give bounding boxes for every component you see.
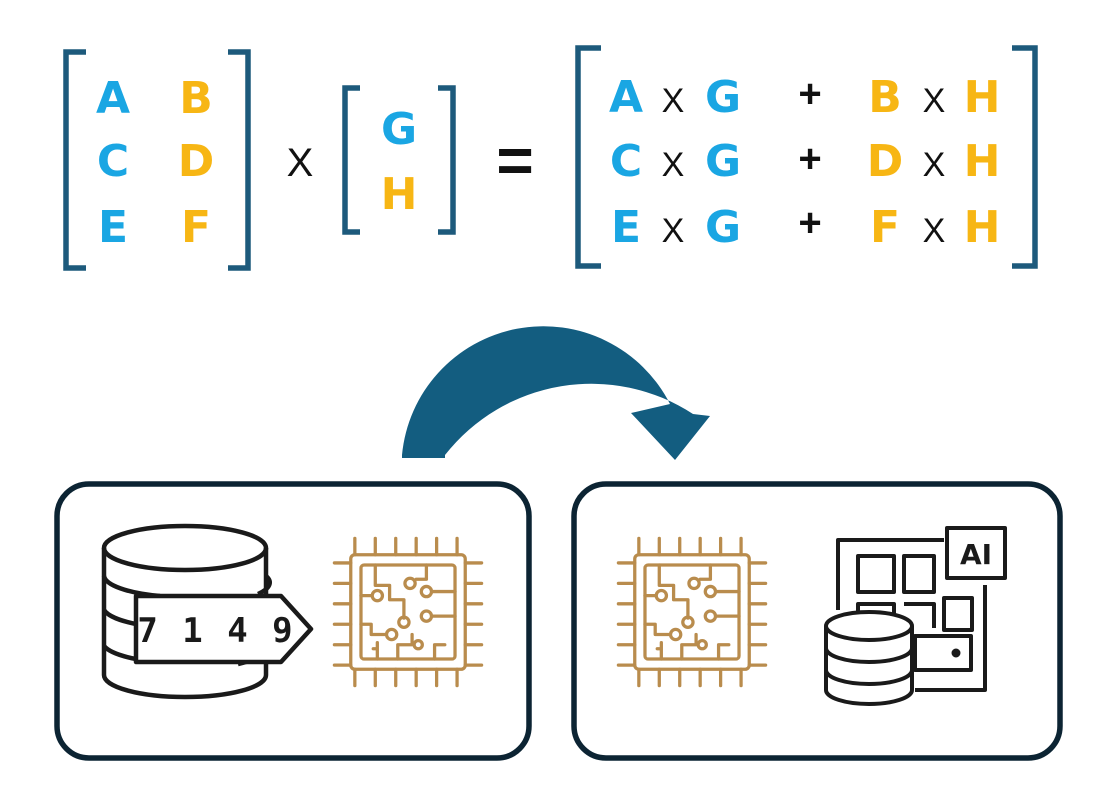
times-sign: X [923, 212, 946, 250]
vector-cell: H [381, 169, 418, 220]
curved-arrow-icon [402, 326, 710, 460]
result-row: C X G + D X H [610, 136, 1001, 187]
left-matrix-close-bracket [228, 49, 251, 271]
equals-sign: = [496, 124, 533, 196]
times-sign: X [662, 146, 685, 184]
matrix-cell: C [97, 136, 129, 187]
result-term: B [868, 72, 902, 123]
processor-chip-icon [332, 536, 484, 688]
plus-sign: + [798, 201, 821, 245]
times-sign: X [923, 82, 946, 120]
result-term: A [609, 72, 643, 123]
result-row: A X G + B X H [609, 72, 1000, 123]
result-term: H [964, 202, 1001, 253]
result-term: F [870, 202, 900, 253]
result-term: G [705, 72, 741, 123]
result-term: C [610, 136, 642, 187]
result-term: H [964, 72, 1001, 123]
ai-label: AI [960, 538, 992, 571]
multiply-sign: X [287, 141, 314, 185]
result-open-bracket [575, 45, 601, 269]
matrix-cell: A [96, 73, 130, 124]
plus-sign: + [798, 72, 821, 116]
processor-chip-icon [616, 536, 768, 688]
times-sign: X [662, 82, 685, 120]
result-term: H [964, 136, 1001, 187]
result-term: D [867, 136, 904, 187]
vector: G H [381, 104, 418, 220]
vector-open-bracket [342, 85, 360, 235]
result-term: G [705, 202, 741, 253]
database-tag-icon [101, 523, 314, 700]
tag-digits: 7 1 4 9 [137, 611, 294, 651]
matrix-cell: B [179, 73, 213, 124]
matrix-cell: D [178, 136, 215, 187]
matrix-cell: F [181, 202, 211, 253]
left-panel: 7 1 4 9 [54, 481, 532, 761]
ai-chip-database-icon [824, 526, 1007, 706]
matrix-cell: E [98, 202, 128, 253]
times-sign: X [923, 146, 946, 184]
result-term: E [611, 202, 641, 253]
left-matrix-open-bracket [63, 49, 86, 271]
vector-close-bracket [438, 85, 456, 235]
result-close-bracket [1012, 45, 1038, 269]
plus-sign: + [798, 137, 821, 181]
equation: A B C D E F X G H = A X G + B X H [63, 45, 1038, 271]
vector-cell: G [381, 104, 417, 155]
times-sign: X [662, 212, 685, 250]
right-panel: AI [571, 481, 1063, 761]
left-matrix: A B C D E F [96, 73, 214, 253]
result-row: E X G + F X H [611, 201, 1000, 253]
result-term: G [705, 136, 741, 187]
